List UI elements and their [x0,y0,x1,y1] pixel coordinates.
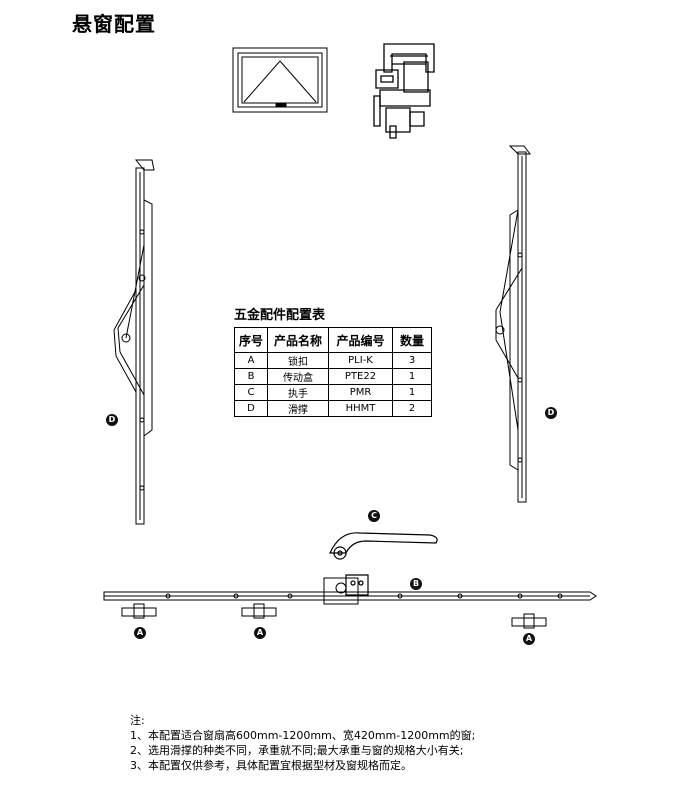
table-header-cell: 产品名称 [267,327,329,353]
table-cell: HHMT [328,400,393,417]
notes-section: 注: 1、本配置适合窗扇高600mm-1200mm、宽420mm-1200mm的… [130,713,475,773]
callout-d-left: D [106,414,118,426]
table-cell: B [234,368,268,385]
table-header-cell: 序号 [234,327,268,353]
note-item: 3、本配置仅供参考，具体配置宜根据型材及窗规格而定。 [130,759,412,772]
gearbox-strip [103,577,597,605]
table-header-row: 序号 产品名称 产品编号 数量 [234,327,432,353]
table-row: C 执手 PMR 1 [234,384,432,401]
table-cell: PMR [328,384,393,401]
table-cell: 执手 [267,384,329,401]
keeper-right [511,613,547,629]
notes-heading: 注: [130,714,145,727]
table-cell: 1 [392,368,432,385]
table-cell: 传动盒 [267,368,329,385]
table-cell: PLI-K [328,352,393,369]
hardware-config-table: 序号 产品名称 产品编号 数量 A 锁扣 PLI-K 3 B 传动盒 PTE22… [234,327,432,417]
note-item: 2、选用滑撑的种类不同，承重就不同;最大承重与窗的规格大小有关; [130,744,464,757]
keeper-mid [241,603,277,619]
table-row: B 传动盒 PTE22 1 [234,368,432,385]
callout-b-gearbox: B [410,578,422,590]
callout-c-handle: C [368,510,380,522]
table-header-cell: 产品编号 [328,327,393,353]
note-item: 1、本配置适合窗扇高600mm-1200mm、宽420mm-1200mm的窗; [130,729,476,742]
window-elevation-diagram [232,47,328,113]
table-cell: C [234,384,268,401]
keeper-left [121,603,157,619]
table-cell: PTE22 [328,368,393,385]
table-cell: 1 [392,384,432,401]
callout-a-left: A [134,627,146,639]
hardware-config-table-section: 五金配件配置表 序号 产品名称 产品编号 数量 A 锁扣 PLI-K 3 B 传… [234,304,432,417]
table-cell: 锁扣 [267,352,329,369]
table-cell: 3 [392,352,432,369]
profile-section-diagram [373,43,435,139]
table-cell: D [234,400,268,417]
table-cell: A [234,352,268,369]
table-row: A 锁扣 PLI-K 3 [234,352,432,369]
page-title: 悬窗配置 [72,12,156,36]
table-title: 五金配件配置表 [234,308,326,323]
callout-a-mid: A [254,627,266,639]
table-cell: 滑撑 [267,400,329,417]
friction-stay-left [113,159,155,525]
callout-a-right: A [523,633,535,645]
friction-stay-right [495,145,531,503]
callout-d-right: D [545,407,557,419]
table-header-cell: 数量 [392,327,432,353]
table-row: D 滑撑 HHMT 2 [234,400,432,417]
table-cell: 2 [392,400,432,417]
handle-drawing [329,532,438,596]
